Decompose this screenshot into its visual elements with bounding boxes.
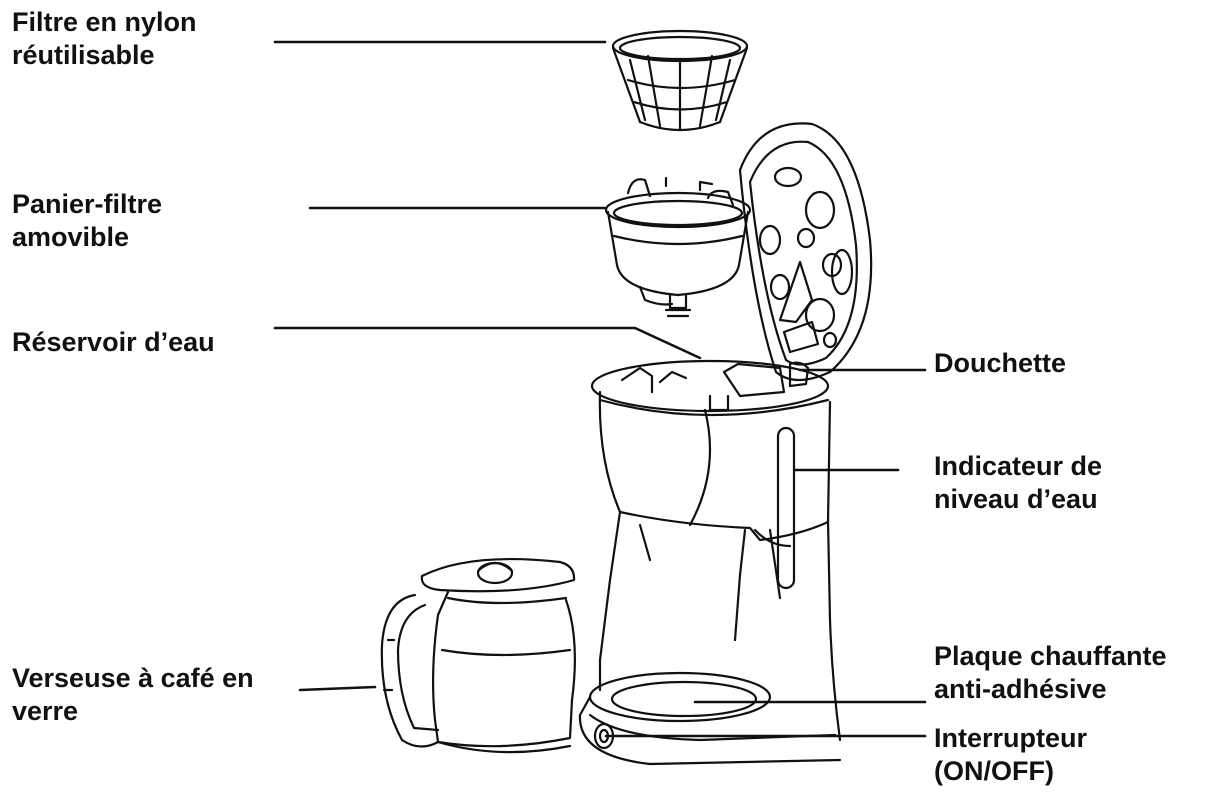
leader-line-carafe — [298, 685, 377, 692]
label-warming-plate: Plaque chauffante anti-adhésive — [934, 640, 1167, 706]
label-warming-plate-line-1: Plaque chauffante — [934, 641, 1167, 671]
label-water-reservoir-line-1: Réservoir d’eau — [12, 327, 215, 357]
label-carafe-line-1: Verseuse à café en — [12, 663, 254, 693]
label-shower-head: Douchette — [934, 347, 1066, 380]
label-on-off-switch: Interrupteur (ON/OFF) — [934, 722, 1087, 788]
removable-filter-basket — [604, 176, 752, 318]
label-warming-plate-line-2: anti-adhésive — [934, 674, 1107, 704]
label-water-level-indicator: Indicateur de niveau d’eau — [934, 450, 1102, 516]
label-glass-carafe: Verseuse à café en verre — [12, 662, 254, 728]
label-reusable-filter-line-2: réutilisable — [12, 40, 155, 70]
label-reusable-filter: Filtre en nylon réutilisable — [12, 6, 197, 72]
label-filter-basket-line-1: Panier-filtre — [12, 189, 163, 219]
label-filter-basket-line-2: amovible — [12, 222, 130, 252]
lid-and-shower-head — [738, 122, 873, 388]
label-water-level-line-1: Indicateur de — [934, 451, 1103, 481]
label-water-level-line-2: niveau d’eau — [934, 484, 1098, 514]
base-and-warming-plate — [578, 671, 842, 766]
label-switch-line-2: (ON/OFF) — [934, 756, 1054, 786]
leader-lines — [273, 40, 927, 738]
reusable-nylon-filter — [611, 29, 749, 132]
label-filter-basket: Panier-filtre amovible — [12, 188, 162, 254]
leader-line-water-reservoir — [273, 326, 702, 360]
coffee-maker-body — [590, 359, 842, 742]
label-reusable-filter-line-1: Filtre en nylon — [12, 7, 197, 37]
label-water-reservoir: Réservoir d’eau — [12, 326, 215, 359]
label-carafe-line-2: verre — [12, 696, 79, 726]
label-shower-head-line-1: Douchette — [934, 348, 1067, 378]
label-switch-line-1: Interrupteur — [934, 723, 1088, 753]
glass-coffee-carafe — [380, 558, 577, 754]
